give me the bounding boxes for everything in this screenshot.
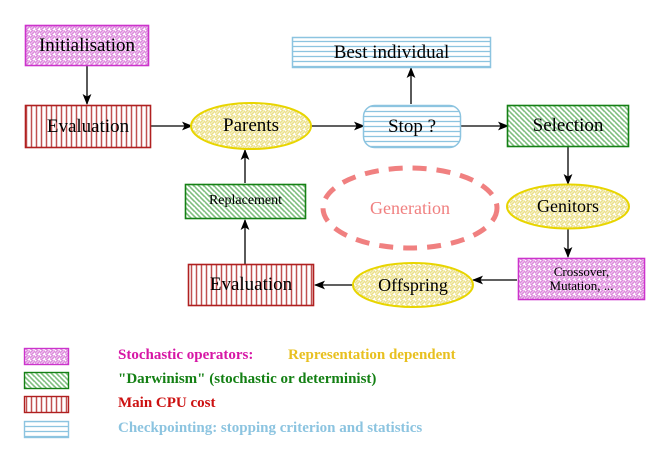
node-offspring[interactable] xyxy=(352,262,474,308)
node-crossover-mutation[interactable] xyxy=(517,257,646,301)
node-evaluation-top[interactable] xyxy=(24,104,152,149)
node-initialisation[interactable] xyxy=(24,24,150,67)
legend-swatch-checkpointing xyxy=(23,420,70,439)
node-generation xyxy=(320,165,500,251)
legend-label-stochastic-operators: Stochastic operators: xyxy=(118,347,254,363)
legend-label-checkpointing: Checkpointing: stopping criterion and st… xyxy=(118,420,423,436)
node-evaluation-bottom[interactable] xyxy=(187,263,315,307)
legend-label-representation-dependent: Representation dependent xyxy=(288,347,456,363)
legend-label-main-cpu-cost: Main CPU cost xyxy=(118,395,216,411)
node-stop[interactable] xyxy=(362,104,462,149)
node-best-individual[interactable] xyxy=(291,36,492,69)
legend-swatch-stochastic xyxy=(23,347,70,366)
node-genitors[interactable] xyxy=(506,183,630,230)
node-parents[interactable] xyxy=(190,102,312,150)
node-replacement[interactable] xyxy=(184,183,307,220)
legend-swatch-darwinism xyxy=(23,371,70,390)
legend-label-darwinism: "Darwinism" (stochastic or determinist) xyxy=(118,371,377,387)
legend-swatch-cpu-cost xyxy=(23,395,70,414)
node-selection[interactable] xyxy=(506,104,630,148)
